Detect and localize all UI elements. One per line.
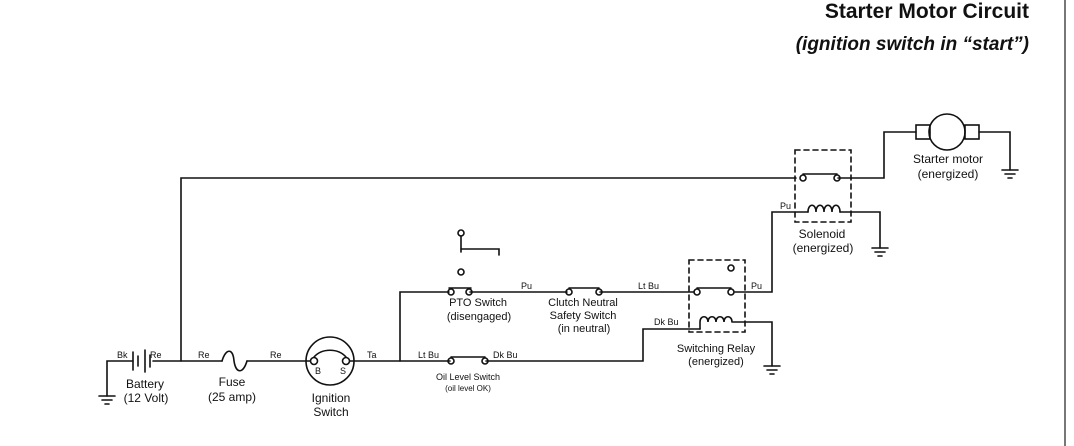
wire-label-lt-bu-oil: Lt Bu <box>418 350 439 360</box>
wire-label-re-battery: Re <box>150 350 162 360</box>
clutch-switch-state: (in neutral) <box>558 323 611 335</box>
wire-solenoid-motor <box>837 131 917 179</box>
fuse-symbol <box>221 350 248 372</box>
page-subtitle: (ignition switch in “start”) <box>795 34 1029 55</box>
battery-spec: (12 Volt) <box>124 391 169 405</box>
fuse-label: Fuse <box>219 375 246 389</box>
ground-solenoid-icon <box>871 247 889 257</box>
wire-label-bk: Bk <box>117 350 128 360</box>
starter-motor-symbol <box>915 113 980 151</box>
ground-battery-icon <box>98 395 116 405</box>
wire-label-re-fuse-in: Re <box>198 350 210 360</box>
fuse-spec: (25 amp) <box>208 390 256 404</box>
clutch-switch-label-line2: Safety Switch <box>550 310 617 322</box>
wire-motor-ground <box>978 131 1011 171</box>
solenoid-label: Solenoid <box>799 227 846 241</box>
ignition-terminal-b: B <box>315 366 321 376</box>
page-edge-divider <box>1064 0 1066 446</box>
wire-battery-solenoid-feed <box>180 177 797 362</box>
ignition-label-line2: Switch <box>313 405 348 419</box>
wire-label-pu-relay-out: Pu <box>751 281 762 291</box>
switching-relay-symbol <box>688 259 746 333</box>
solenoid-symbol <box>794 149 852 223</box>
wire-label-dk-bu-relay: Dk Bu <box>654 317 679 327</box>
oil-switch-label: Oil Level Switch <box>436 372 500 382</box>
wire-label-pu-solenoid: Pu <box>780 201 791 211</box>
motor-label: Starter motor <box>913 152 983 166</box>
pto-switch-state: (disengaged) <box>447 311 511 323</box>
ground-relay-icon <box>763 365 781 375</box>
ignition-terminal-s: S <box>340 366 346 376</box>
oil-switch-state: (oil level OK) <box>445 384 491 393</box>
motor-state: (energized) <box>918 167 979 181</box>
battery-symbol <box>132 349 151 373</box>
ignition-switch-symbol <box>305 336 355 386</box>
wire-label-lt-bu-relay: Lt Bu <box>638 281 659 291</box>
wire-label-re-fuse-out: Re <box>270 350 282 360</box>
battery-label: Battery <box>126 377 164 391</box>
relay-state: (energized) <box>688 356 744 368</box>
wire-label-pu-pto: Pu <box>521 281 532 291</box>
ground-motor-icon <box>1001 169 1019 179</box>
wire-pu-relay-solenoid <box>734 211 809 293</box>
page-title: Starter Motor Circuit <box>824 0 1029 23</box>
wire-label-dk-bu-oil: Dk Bu <box>493 350 518 360</box>
oil-level-switch-symbol <box>447 356 489 365</box>
relay-label: Switching Relay <box>677 343 756 355</box>
wire-dk-bu-oil-relay <box>485 328 701 362</box>
wire-bk-ground <box>106 360 134 397</box>
clutch-switch-symbol <box>565 287 603 296</box>
wire-solenoid-coil-ground <box>839 211 881 249</box>
solenoid-state: (energized) <box>793 241 854 255</box>
ignition-label: Ignition <box>312 391 351 405</box>
wire-ta-branch-pto <box>399 291 450 362</box>
clutch-switch-label: Clutch Neutral <box>548 297 618 309</box>
pto-switch-symbol <box>447 229 500 296</box>
wire-relay-coil-ground <box>732 321 773 367</box>
wire-label-ta: Ta <box>367 350 377 360</box>
pto-switch-label: PTO Switch <box>449 297 507 309</box>
